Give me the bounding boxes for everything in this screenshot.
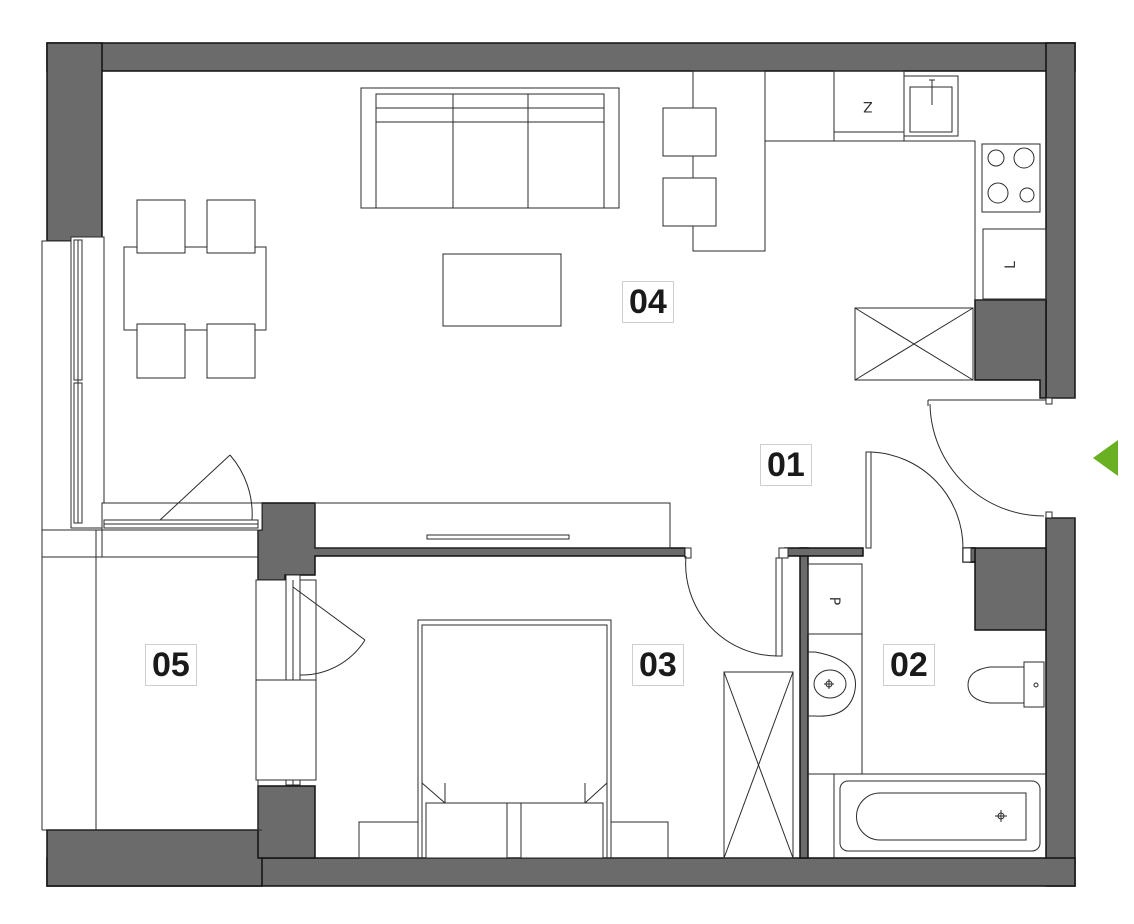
wall-balcony-right [257, 785, 316, 859]
dining-chair [136, 199, 186, 254]
living-wardrobe [854, 307, 974, 381]
room-label-hall: 01 [760, 444, 812, 486]
room-label-bathroom: 02 [883, 644, 935, 686]
dining-chair [136, 323, 186, 379]
cooktop [981, 143, 1041, 213]
washing-machine-label: P [826, 596, 843, 606]
dining-chair [206, 199, 256, 254]
wall-right-upper [1045, 42, 1076, 399]
room-label-living-kitchen: 04 [622, 281, 674, 323]
nightstand [610, 821, 669, 859]
dining-chair [206, 323, 256, 379]
bar-stool [662, 177, 717, 227]
double-bed [417, 619, 612, 859]
toilet [967, 661, 1045, 708]
wall-left-lower [46, 829, 263, 887]
coffee-table [442, 253, 562, 327]
nightstand [358, 821, 419, 859]
dining-table [123, 246, 267, 331]
hall-cabinet [314, 502, 671, 549]
wall-bedroom-bath [799, 547, 809, 859]
sofa [360, 87, 620, 209]
room-label-bedroom: 03 [632, 644, 684, 686]
bathtub [839, 780, 1041, 852]
living-furniture [123, 70, 1047, 549]
dishwasher-label: L [1002, 261, 1019, 269]
walls [46, 42, 1076, 887]
wall-bathroom-block [969, 547, 1047, 631]
bedroom-furniture [358, 619, 794, 859]
sink [903, 75, 959, 137]
room-label-balcony: 05 [145, 644, 197, 686]
wall-top [46, 42, 1076, 72]
wall-left-upper [46, 42, 103, 242]
bedroom-wardrobe [723, 671, 794, 859]
wall-pillar [257, 502, 686, 581]
wall-right-lower [1045, 517, 1076, 887]
wall-bath-top [784, 547, 864, 557]
balcony-area [41, 236, 366, 831]
fridge-label: Z [863, 98, 873, 114]
entrance-arrow-icon [1093, 440, 1118, 476]
bar-stool [662, 107, 717, 157]
washbasin [808, 651, 856, 717]
doors [684, 399, 1046, 657]
bathroom-fixtures [807, 563, 1046, 858]
wall-kitchen-block [974, 299, 1047, 399]
dishwasher [982, 228, 1047, 300]
